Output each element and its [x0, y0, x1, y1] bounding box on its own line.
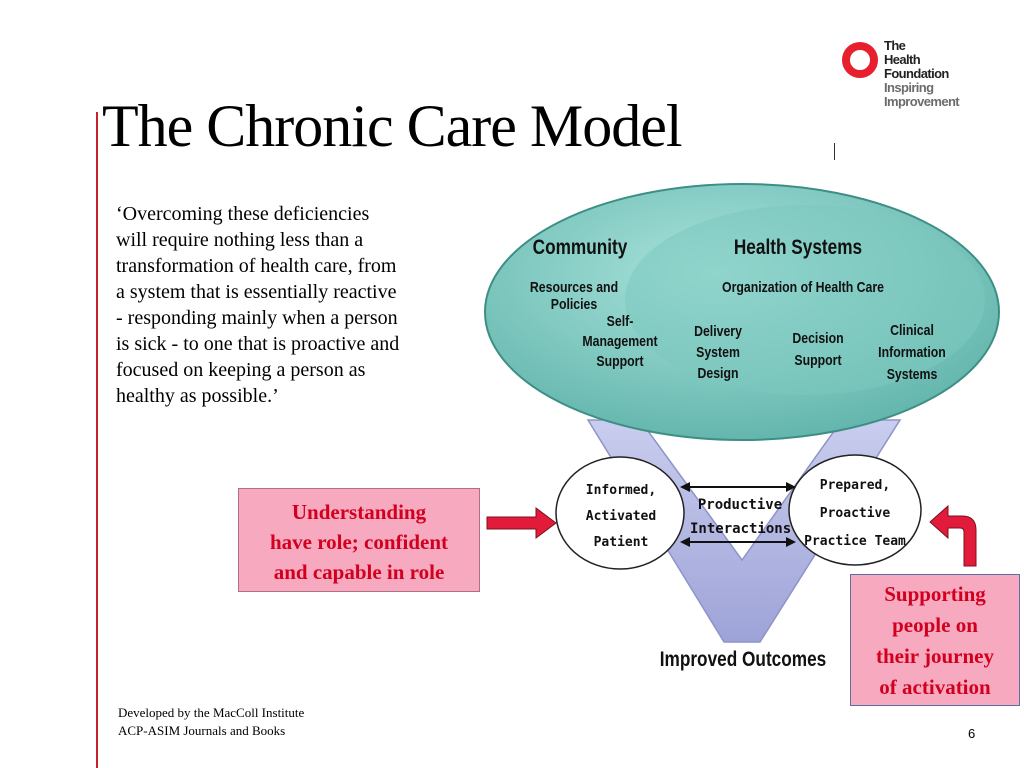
team-label: Prepared, Proactive Practice Team [804, 478, 906, 549]
text-cursor-mark [834, 143, 835, 160]
clinical-info-label: Clinical Information Systems [878, 322, 946, 383]
improved-outcomes-label: Improved Outcomes [659, 648, 827, 671]
health-systems-label: Health Systems [733, 236, 863, 259]
interaction-arrow-right-top [786, 482, 796, 492]
organization-label: Organization of Health Care [722, 279, 884, 296]
community-label: Community [532, 236, 628, 259]
decision-support-label: Decision Support [792, 330, 844, 369]
patient-oval [555, 456, 685, 570]
logo-line-2: Health [884, 52, 921, 67]
interaction-arrow-right-bottom [786, 537, 796, 547]
logo-line-3: Foundation [884, 66, 949, 81]
red-right-arrow-icon [486, 507, 557, 539]
logo-wordmark: The Health Foundation Inspiring Improvem… [884, 38, 960, 109]
patient-label: Informed, Activated Patient [585, 483, 657, 550]
logo-line-4: Inspiring [884, 80, 934, 95]
health-systems-ellipse [625, 205, 985, 395]
logo-line-5: Improvement [884, 94, 960, 109]
red-curved-arrow-icon [929, 504, 977, 567]
resources-policies-label: Resources and Policies [529, 279, 619, 313]
interaction-arrow-left-top [680, 482, 690, 492]
team-oval [788, 454, 922, 566]
left-accent-rule [96, 112, 98, 768]
supporting-callout: Supporting people on their journey of ac… [850, 574, 1020, 706]
quote-text: ‘Overcoming these deficiencies will requ… [116, 203, 400, 407]
footer-credit: Developed by the MacColl Institute ACP-A… [118, 705, 305, 738]
delivery-system-label: Delivery System Design [694, 323, 742, 382]
slide-title: The Chronic Care Model [102, 93, 682, 159]
logo-line-1: The [884, 38, 906, 53]
interaction-arrow-left-bottom [680, 537, 690, 547]
interactions-label: Productive Interactions [690, 497, 792, 537]
logo-ring-icon [842, 42, 878, 78]
self-management-label: Self- Management Support [582, 313, 658, 370]
understanding-callout: Understanding have role; confident and c… [238, 488, 480, 592]
page-number: 6 [968, 726, 976, 741]
health-foundation-logo [842, 42, 878, 78]
